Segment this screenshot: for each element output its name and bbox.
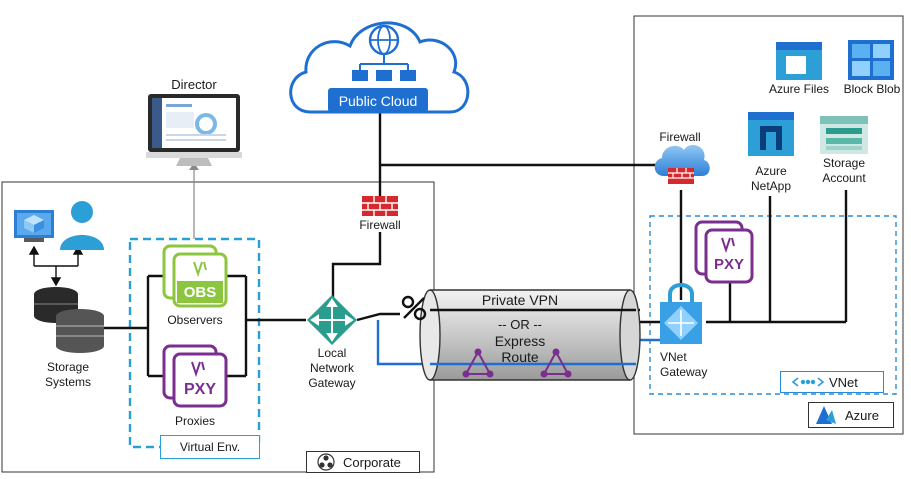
block-blob-icon xyxy=(848,40,894,80)
user-icon xyxy=(60,201,104,250)
azure-legend-label: Azure xyxy=(845,407,879,423)
storage-account-label-1: Storage xyxy=(822,156,866,170)
director-monitor-icon xyxy=(146,94,242,166)
azure-files-label: Azure Files xyxy=(768,82,830,96)
public-cloud-icon xyxy=(289,21,470,114)
virtual-env-legend-label: Virtual Env. xyxy=(179,440,241,454)
vnet-legend-label: VNet xyxy=(829,374,858,390)
public-cloud-label: Public Cloud xyxy=(338,93,418,109)
storage-systems-icon xyxy=(34,287,104,353)
proxies-azure-icon xyxy=(694,220,754,284)
block-blob-label: Block Blob xyxy=(843,82,901,96)
vnet-gateway-label-2: Gateway xyxy=(660,365,708,379)
storage-systems-label-1: Storage xyxy=(46,360,90,374)
express-route-icon-right xyxy=(540,348,572,378)
vnet-gateway-icon xyxy=(660,283,702,344)
observers-icon xyxy=(162,244,228,308)
observers-label: Observers xyxy=(167,313,223,327)
local-gateway-icon xyxy=(307,295,357,345)
vnet-gateway-label-1: VNet xyxy=(660,350,687,364)
storage-account-label-2: Account xyxy=(822,171,866,185)
azure-legend: Azure xyxy=(808,402,894,428)
azure-netapp-label-2: NetApp xyxy=(750,179,792,193)
pxy-badge-azure-text: PXY xyxy=(713,256,744,273)
azure-netapp-icon xyxy=(748,112,794,156)
corporate-legend-label: Corporate xyxy=(343,454,401,470)
vnet-legend: VNet xyxy=(780,371,884,393)
storage-user-links xyxy=(28,245,84,287)
firewall-azure-label: Firewall xyxy=(659,130,701,144)
proxies-icon xyxy=(162,344,228,408)
azure-container xyxy=(633,15,904,435)
firewall-corporate-icon xyxy=(362,196,398,216)
private-vpn-label: Private VPN xyxy=(481,292,559,308)
storage-account-icon xyxy=(820,116,868,154)
express-route-icon-left xyxy=(462,348,494,378)
pxy-badge-text: PXY xyxy=(183,381,216,398)
vpn-link-icon xyxy=(401,295,427,321)
or-label: -- OR -- xyxy=(497,317,543,332)
local-gateway-label-3: Gateway xyxy=(308,376,356,390)
azure-files-icon xyxy=(776,42,822,80)
azure-netapp-label-1: Azure xyxy=(755,164,787,178)
local-gateway-label-1: Local xyxy=(317,346,347,360)
express-label-2: Route xyxy=(501,349,539,365)
virtual-machine-icon xyxy=(14,210,54,242)
firewall-azure-icon xyxy=(654,145,710,184)
corporate-legend: Corporate xyxy=(306,451,420,473)
network-links xyxy=(104,112,848,378)
firewall-corporate-label: Firewall xyxy=(359,218,401,232)
obs-badge-text: OBS xyxy=(183,284,217,301)
vnet-container xyxy=(649,215,897,395)
proxies-label: Proxies xyxy=(174,414,215,428)
local-gateway-label-2: Network xyxy=(309,361,354,375)
storage-systems-label-2: Systems xyxy=(44,375,91,389)
virtual-env-legend: Virtual Env. xyxy=(160,435,260,459)
express-label-1: Express xyxy=(494,333,546,349)
director-label: Director xyxy=(171,77,217,92)
